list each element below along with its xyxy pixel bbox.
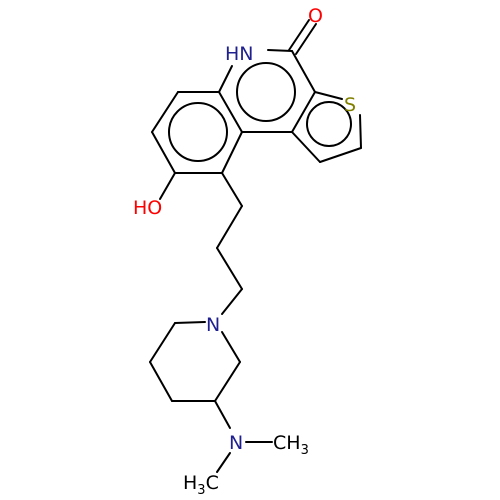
carbonyl-oxygen-label: O bbox=[308, 5, 323, 27]
methyl-left-c: C bbox=[206, 472, 219, 494]
bond bbox=[221, 288, 243, 315]
bond bbox=[221, 131, 243, 174]
bond bbox=[288, 19, 310, 51]
bond bbox=[149, 361, 173, 402]
bond bbox=[216, 247, 243, 290]
bond bbox=[218, 65, 233, 93]
methyl-left-label: H3C bbox=[183, 472, 219, 498]
methyl-right-text: CH bbox=[273, 432, 301, 454]
bond bbox=[174, 321, 206, 324]
atom-labels: O HN S HO N N CH3 H3C bbox=[133, 5, 356, 498]
bond bbox=[218, 91, 243, 133]
bond bbox=[267, 49, 293, 52]
hydroxyl-label: HO bbox=[133, 197, 162, 219]
bond bbox=[291, 50, 316, 93]
methyl-right-label: CH3 bbox=[273, 432, 309, 458]
bond bbox=[149, 322, 176, 363]
aromatic-ring bbox=[168, 102, 228, 162]
lactam-nh-label: HN bbox=[225, 43, 254, 65]
bond bbox=[159, 172, 176, 200]
bond bbox=[214, 361, 241, 402]
aromatic-ring bbox=[306, 101, 352, 147]
thiophene-sulfur-label: S bbox=[344, 94, 356, 116]
bond bbox=[221, 172, 243, 207]
piperidine-nitrogen-label: N bbox=[206, 314, 220, 336]
bond bbox=[291, 131, 321, 163]
bond bbox=[216, 205, 243, 249]
methyl-right-subscript: 3 bbox=[301, 443, 309, 458]
methyl-left-subscript: 3 bbox=[197, 483, 205, 498]
bond bbox=[151, 91, 179, 133]
amine-nitrogen-label: N bbox=[229, 432, 243, 454]
bond bbox=[314, 91, 343, 100]
bond bbox=[291, 91, 316, 133]
methyl-left-h: H bbox=[183, 472, 197, 494]
bond bbox=[221, 331, 241, 363]
bond bbox=[216, 452, 231, 473]
bond bbox=[295, 23, 317, 55]
bond bbox=[151, 131, 176, 174]
bond bbox=[319, 147, 362, 163]
bond-layer bbox=[149, 19, 362, 473]
bond bbox=[214, 400, 231, 429]
aromatic-ring bbox=[236, 62, 296, 122]
bond bbox=[359, 114, 362, 149]
